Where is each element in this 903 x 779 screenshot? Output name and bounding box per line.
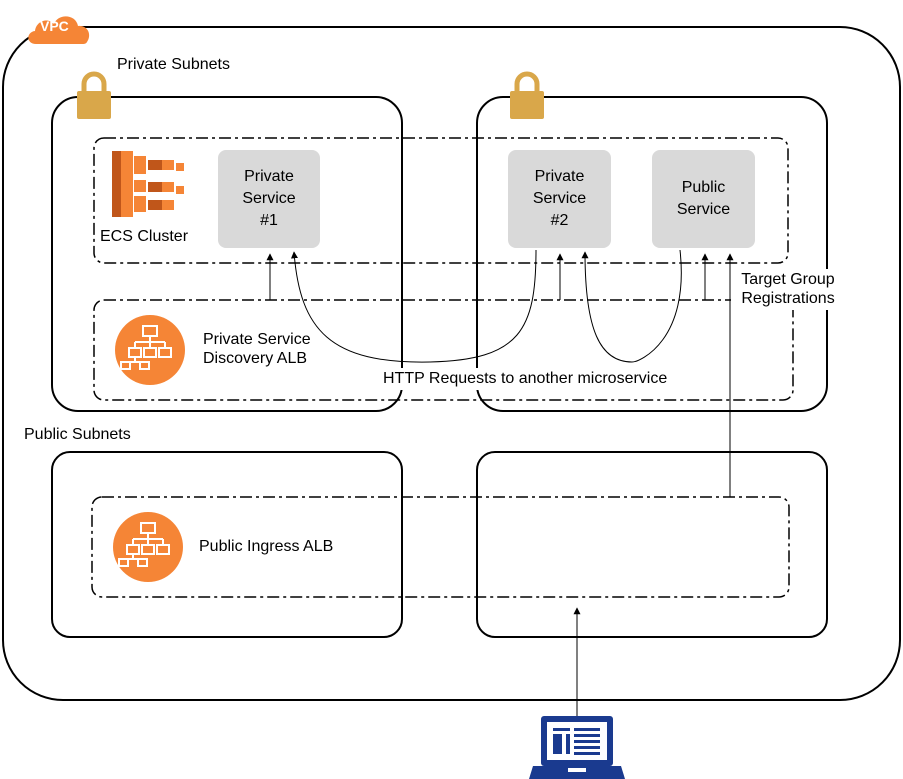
private-service-2-label: Private Service #2 [532,168,587,229]
private-subnet-right [476,96,828,412]
http-request-curve-1 [290,249,537,363]
laptop-icon [529,716,625,779]
private-service-1: Private Service #1 [218,150,320,248]
public-subnet-right [476,451,828,638]
ecs-cluster-label: ECS Cluster [100,228,189,245]
private-alb-label-line1: Private Service [203,331,311,348]
http-request-curve-2 [581,249,682,363]
ecs-cluster-icon [112,151,184,217]
vpc-label: VPC [40,18,69,34]
public-subnets-label: Public Subnets [24,426,131,443]
public-service: Public Service [652,150,755,248]
target-group-annotation-line1: Target Group [731,269,845,291]
private-subnet-left [51,96,403,412]
public-alb-region [91,496,790,598]
vpc-cloud-icon [28,16,90,44]
target-group-annotation-line2: Registrations [731,288,845,310]
load-balancer-icon [115,315,185,385]
ecs-cluster-region [93,137,789,264]
http-requests-annotation: HTTP Requests to another microservice [381,368,670,390]
private-subnets-label: Private Subnets [117,56,230,73]
public-subnet-left [51,451,403,638]
load-balancer-icon [113,512,183,582]
lock-icon [510,71,544,119]
private-service-2: Private Service #2 [508,150,611,248]
public-service-label: Public Service [676,179,731,218]
lock-icon [77,71,111,119]
private-alb-region [93,299,794,401]
vpc-container [2,26,901,701]
public-alb-label: Public Ingress ALB [199,538,334,555]
private-service-1-label: Private Service #1 [242,168,296,229]
private-alb-label-line2: Discovery ALB [203,350,308,367]
